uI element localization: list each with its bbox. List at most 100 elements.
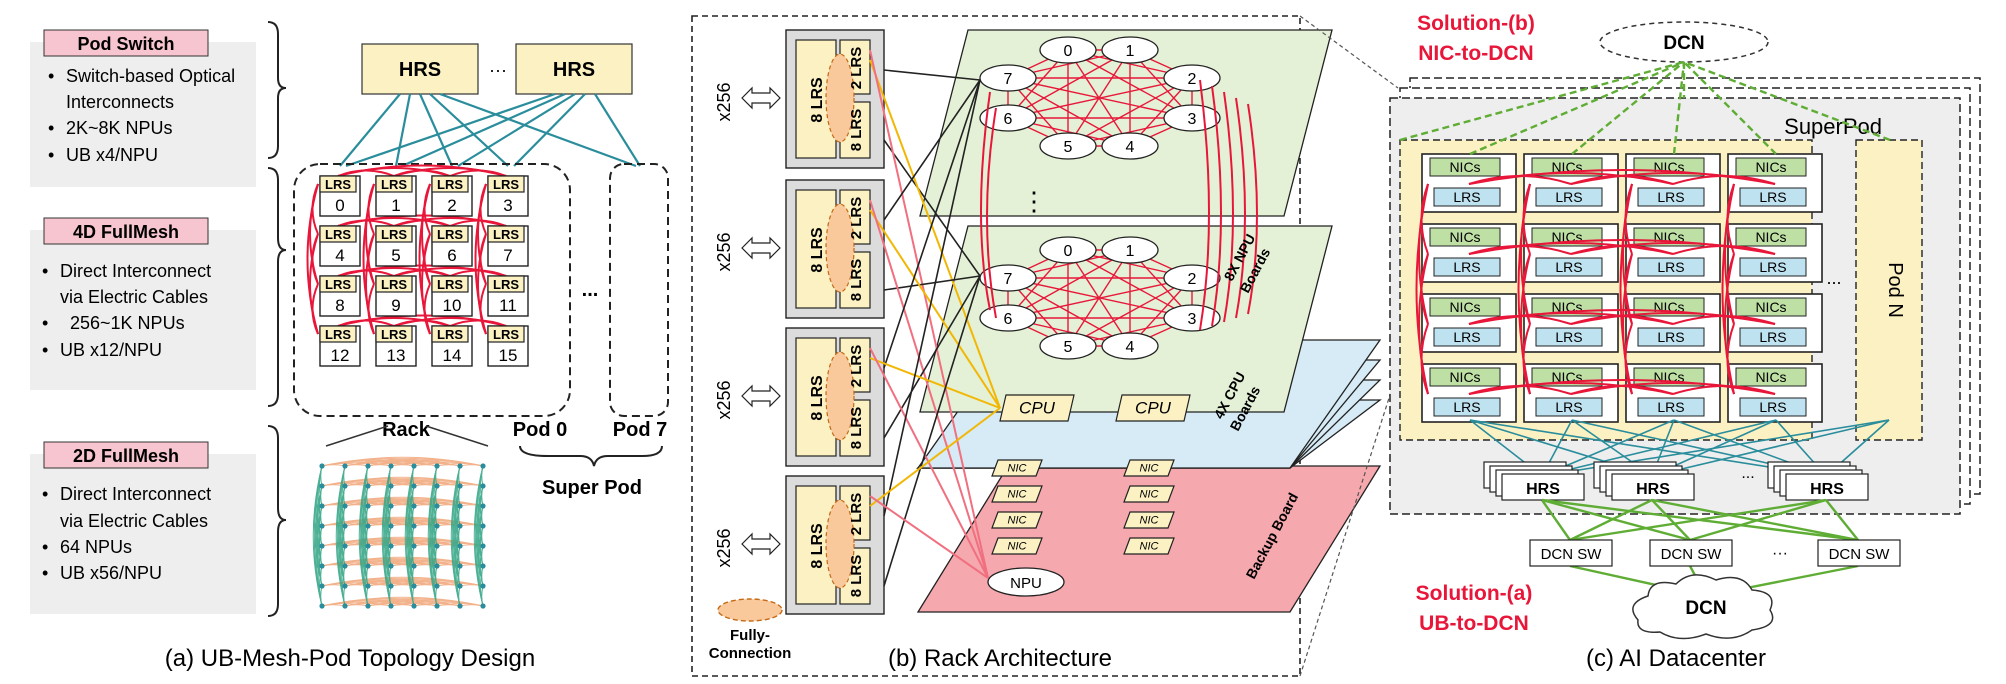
npu-node-label: 1 <box>1126 243 1135 260</box>
nic-chip <box>991 459 1043 477</box>
mesh-node <box>457 603 463 609</box>
row-link <box>1672 385 1776 395</box>
mesh-node <box>480 583 486 589</box>
npu-node <box>1163 304 1221 332</box>
mesh-node <box>411 603 417 609</box>
mesh-node <box>457 543 463 549</box>
inter-board-link <box>986 107 997 319</box>
nic-chip-label: NIC <box>1140 541 1159 553</box>
inter-board-link <box>980 91 991 311</box>
npu-link <box>1007 77 1131 147</box>
dcn-sw-link <box>1541 499 1571 541</box>
npu-link <box>1007 277 1193 319</box>
npu-link <box>1007 249 1131 319</box>
solution-a-line2: UB-to-DCN <box>1419 612 1529 635</box>
nics-block <box>1429 297 1501 317</box>
dcn-switch: DCN SW <box>1817 539 1901 567</box>
bullet: • <box>42 537 48 557</box>
lrs-8-label: 8 LRS <box>848 109 865 152</box>
lrs-block <box>1433 397 1501 417</box>
fullmesh-2d-box: 2D FullMesh • Direct Interconnect via El… <box>30 441 256 614</box>
dcn-sw-link <box>1569 498 1827 542</box>
lrs-label: LRS <box>325 277 351 292</box>
mesh-node <box>411 503 417 509</box>
nic-chip <box>991 537 1043 555</box>
lrs-number: 14 <box>443 346 462 365</box>
panel-a: Pod Switch • Switch-based Optical Interc… <box>30 21 669 672</box>
mesh-node <box>457 563 463 569</box>
lrs-block <box>1637 187 1705 207</box>
mesh-node <box>480 563 486 569</box>
pod-7-label: Pod 7 <box>613 419 667 441</box>
npu-node-label: 7 <box>1004 271 1013 288</box>
x256-label: x256 <box>714 528 734 567</box>
lrs-label: LRS <box>1555 399 1582 415</box>
mesh-node <box>434 503 440 509</box>
x256-label: x256 <box>714 82 734 121</box>
lrs-label: LRS <box>381 277 407 292</box>
mesh-node <box>480 463 486 469</box>
npu-node <box>1101 36 1159 64</box>
mesh-column-link <box>320 585 323 607</box>
hrs-link <box>1651 419 1890 477</box>
row-link <box>449 169 507 177</box>
bullet: • <box>42 563 48 583</box>
dcn-sw-ellipsis: ··· <box>1772 545 1788 562</box>
lrs-number: 6 <box>447 246 456 265</box>
mesh-node <box>388 543 394 549</box>
mesh-node <box>319 503 325 509</box>
hrs-switch: HRS <box>1483 461 1585 501</box>
npu-node <box>1039 236 1097 264</box>
lrs-label: LRS <box>493 277 519 292</box>
nics-label: NICs <box>1449 369 1480 385</box>
lrs-number: 12 <box>331 346 350 365</box>
lrs-label: LRS <box>1759 259 1786 275</box>
row-link <box>449 269 507 277</box>
mesh-column-link <box>389 585 392 607</box>
solution-b-line2: NIC-to-DCN <box>1418 42 1533 65</box>
lrs-label: LRS <box>1657 259 1684 275</box>
mesh-node <box>388 523 394 529</box>
lrs-label: LRS <box>1759 399 1786 415</box>
cpu-link <box>869 357 1001 409</box>
cpu-link <box>869 209 1001 409</box>
svg-text:DCN: DCN <box>1685 598 1726 619</box>
hrs-switch: HRS <box>1767 461 1869 501</box>
nics-label: NICs <box>1449 229 1480 245</box>
dcn-cloud-bottom: DCN <box>1632 574 1774 640</box>
mesh-node <box>319 563 325 569</box>
lrs-8-label: 8 LRS <box>848 259 865 302</box>
mesh-node <box>342 563 348 569</box>
lrs-8-label: 8 LRS <box>809 375 826 421</box>
mesh-node <box>342 583 348 589</box>
lrs-block <box>1433 187 1501 207</box>
lrs-label: LRS <box>1555 329 1582 345</box>
fully-connection-label-1: Fully- <box>730 627 770 644</box>
npu-node <box>1101 332 1159 360</box>
pod-grid: NICsLRSNICsLRSNICsLRSNICsLRSNICsLRSNICsL… <box>1399 60 1891 423</box>
npu-link <box>883 275 981 439</box>
x256-label: x256 <box>714 232 734 271</box>
dcn-cloud-top: DCN <box>1599 21 1769 63</box>
mesh-node <box>411 523 417 529</box>
superpod-label: Super Pod <box>542 477 642 499</box>
lrs-number: 5 <box>391 246 400 265</box>
lrs-2-label: 2 LRS <box>848 47 865 90</box>
nics-block <box>1735 367 1807 387</box>
lrs-block <box>1637 327 1705 347</box>
mesh-node <box>411 463 417 469</box>
npu-node <box>979 64 1037 92</box>
lrs-2-label: 2 LRS <box>848 345 865 388</box>
zoom-line <box>325 425 389 447</box>
lrs-label: LRS <box>437 177 463 192</box>
mesh-node <box>411 563 417 569</box>
dcn-sw-link <box>1651 499 1691 541</box>
